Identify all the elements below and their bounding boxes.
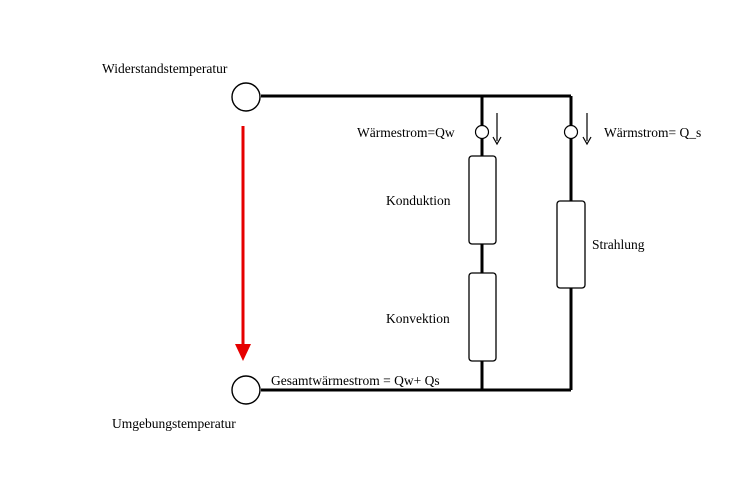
temperature-drop-arrow: [235, 126, 251, 361]
conduction-label: Konduktion: [386, 193, 451, 208]
heat-flow-w-arrow: [492, 113, 502, 146]
radiation-resistor: [556, 200, 586, 289]
conduction-resistor: [468, 155, 497, 245]
convection-label: Konvektion: [386, 311, 450, 326]
convection-resistor: [468, 272, 497, 362]
radiation-label: Strahlung: [592, 237, 645, 252]
ambient-temperature-label: Umgebungstemperatur: [112, 416, 236, 431]
heat-flow-w-node: [474, 124, 490, 140]
resistor-temperature-label: Widerstandstemperatur: [102, 61, 228, 76]
ambient-temperature-node: [231, 375, 261, 405]
heat-flow-s-arrow: [582, 113, 592, 146]
heat-flow-w-label: Wärmestrom=Qw: [357, 125, 455, 140]
heat-flow-s-node: [563, 124, 579, 140]
resistor-temperature-node: [231, 82, 261, 112]
total-heat-flow-label: Gesamtwärmestrom = Qw+ Qs: [271, 373, 440, 388]
heat-flow-s-label: Wärmstrom= Q_s: [604, 125, 701, 140]
